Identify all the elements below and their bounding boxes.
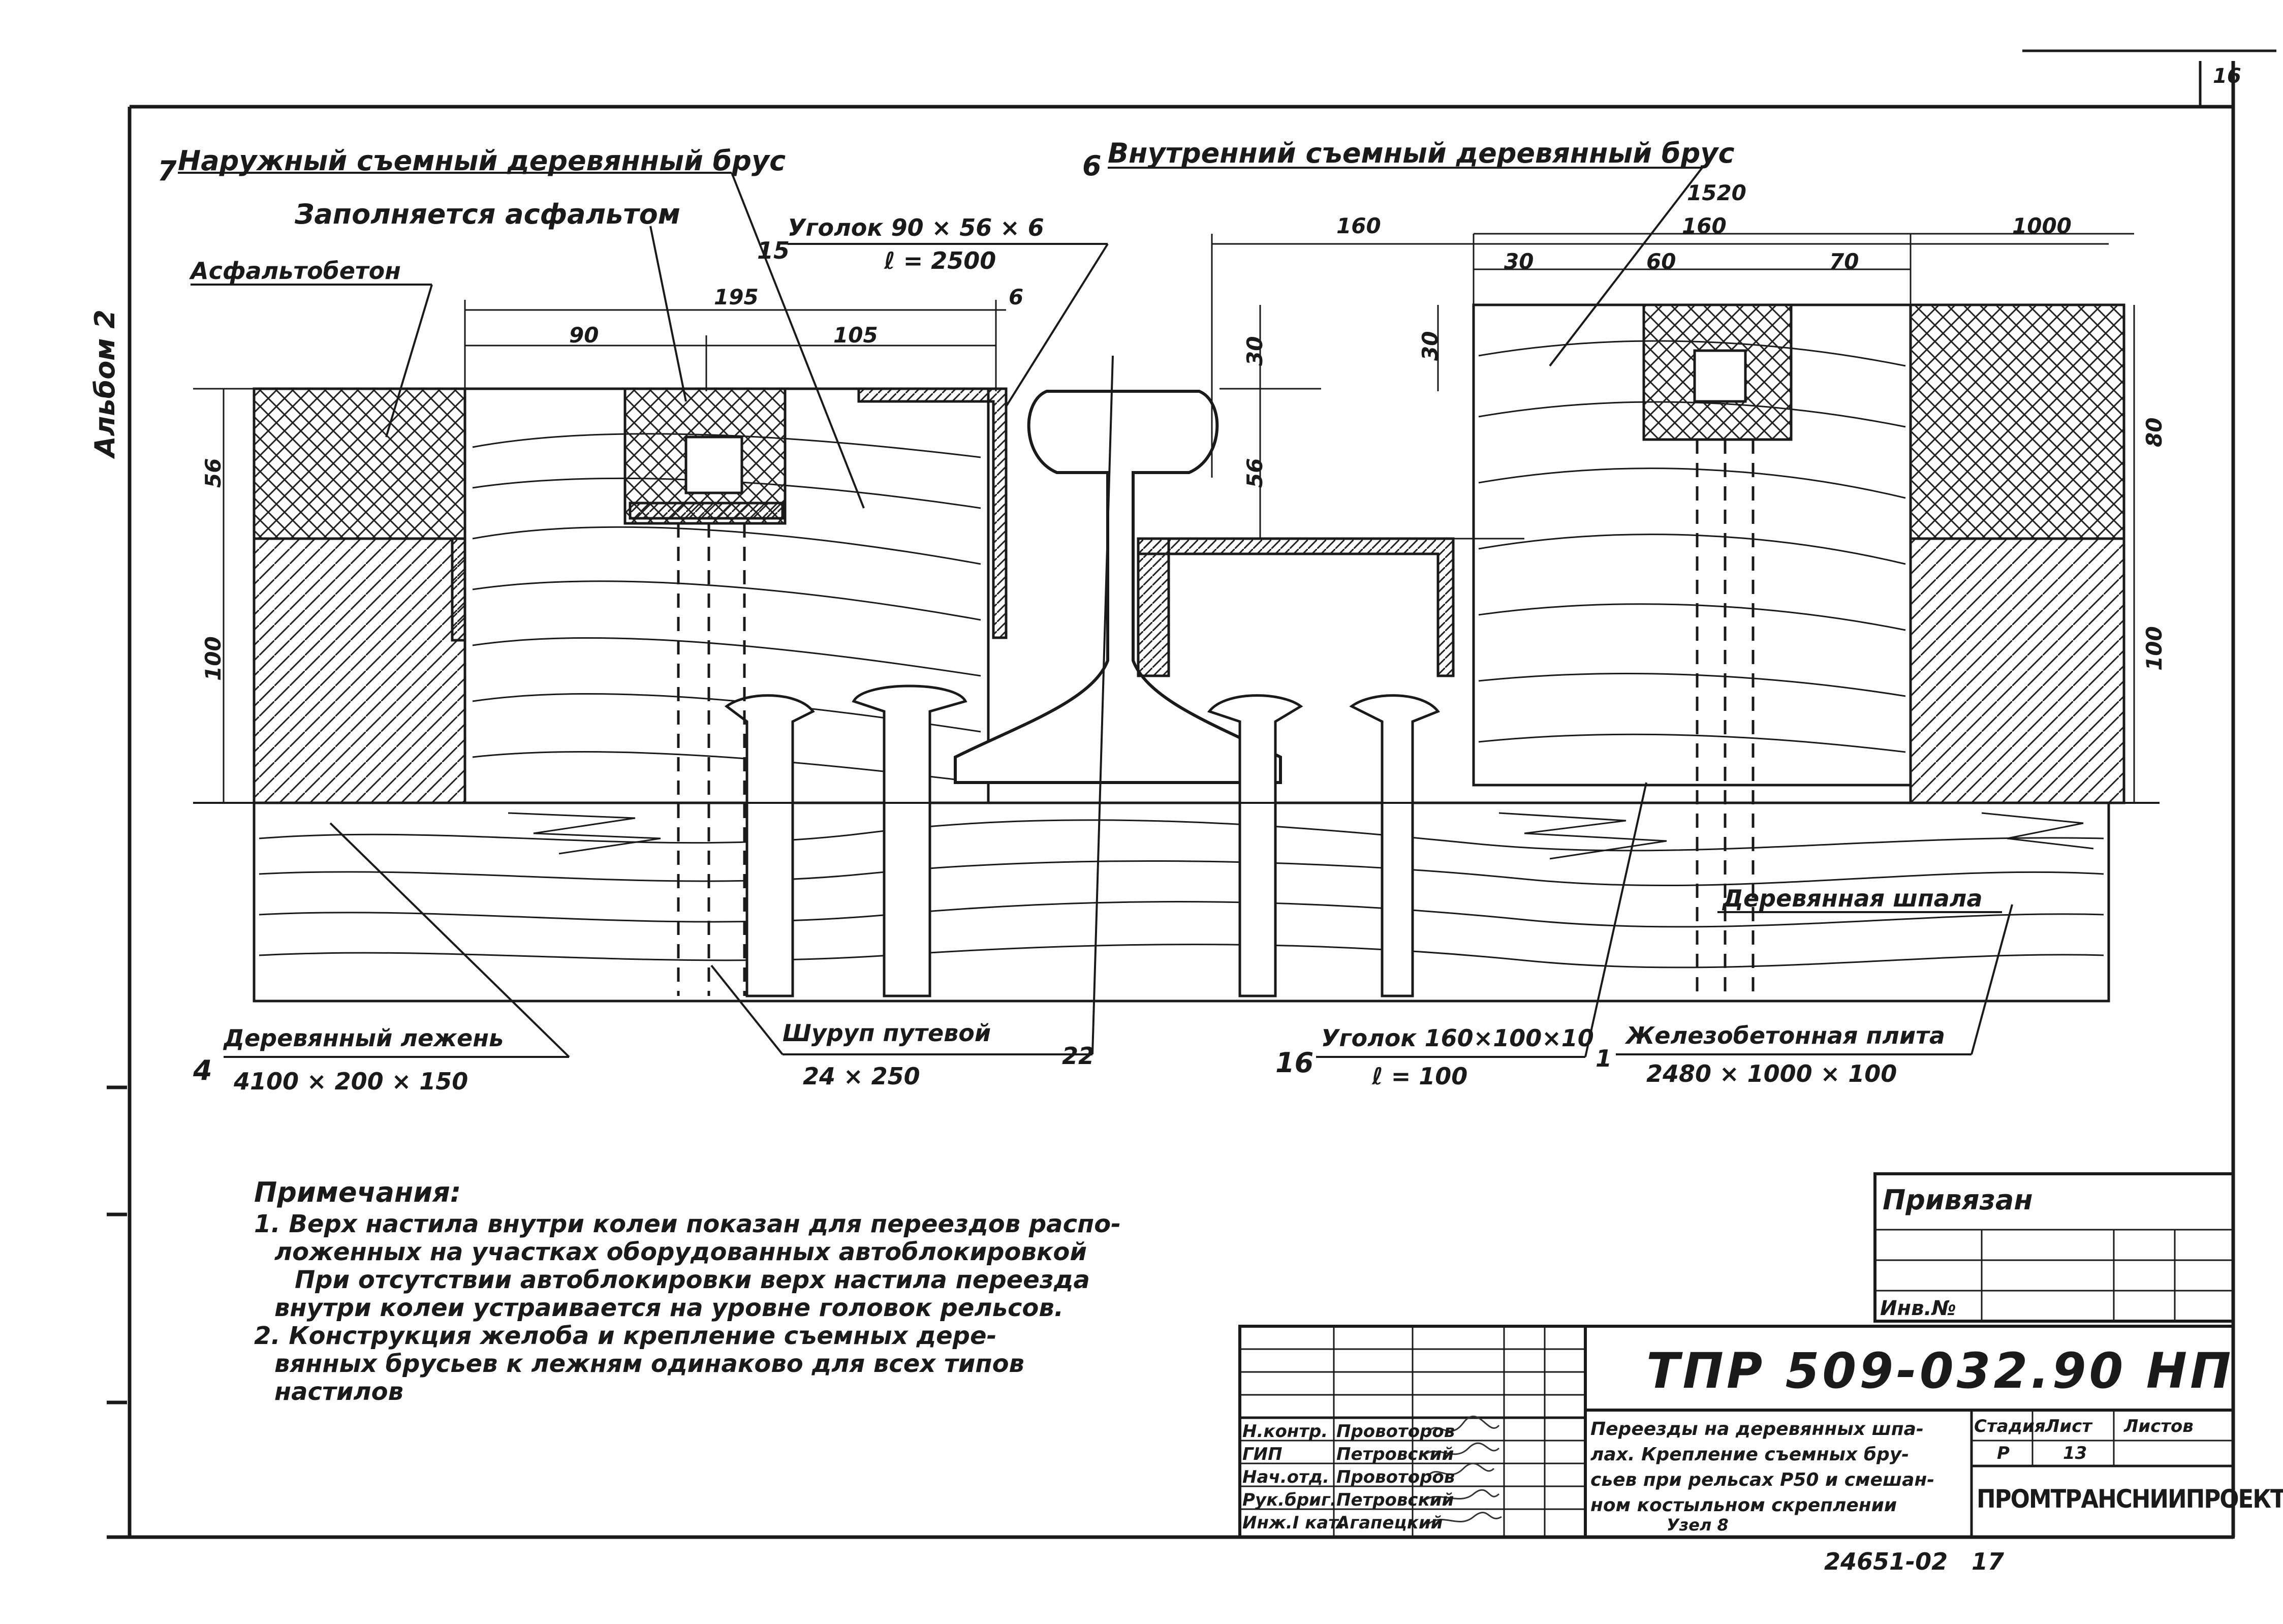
dim-30: 30 bbox=[1504, 249, 1534, 274]
sleeper-label: Деревянная шпала bbox=[1723, 885, 1983, 912]
description-line-3: сьев при рельсах Р50 и смешан- bbox=[1590, 1470, 1935, 1490]
name-5: Агапецкий bbox=[1336, 1513, 1443, 1533]
dim-1000: 1000 bbox=[2012, 213, 2072, 238]
callout-15-line2: ℓ = 2500 bbox=[884, 247, 996, 274]
list-value: 13 bbox=[2063, 1443, 2087, 1463]
list-label: Лист bbox=[2045, 1416, 2092, 1436]
callout-6-text: Внутренний съемный деревянный брус bbox=[1108, 137, 1735, 169]
note-line-4: внутри колеи устраивается на уровне голо… bbox=[274, 1294, 1064, 1322]
role-3: Нач.отд. bbox=[1242, 1467, 1330, 1487]
role-2: ГИП bbox=[1242, 1444, 1283, 1464]
asphaltobeton-label: Асфальтобетон bbox=[191, 257, 401, 285]
role-4: Рук.бриг. bbox=[1242, 1490, 1337, 1510]
stadia-value: Р bbox=[1997, 1443, 2010, 1463]
right-concrete-hatch bbox=[1909, 537, 2125, 804]
callout-7-number: 7 bbox=[158, 155, 177, 187]
callout-16-line1: Уголок 160×100×10 bbox=[1321, 1024, 1594, 1052]
note-line-2: ложенных на участках оборудованных автоб… bbox=[274, 1238, 1087, 1266]
description-line-1: Переезды на деревянных шпа- bbox=[1590, 1419, 1924, 1440]
description-line-5: Узел 8 bbox=[1667, 1515, 1729, 1535]
right-asphaltobeton bbox=[1909, 303, 2125, 540]
signatures bbox=[1422, 1415, 1502, 1525]
name-2: Петровский bbox=[1336, 1444, 1454, 1464]
stadia-label: Стадия bbox=[1974, 1416, 2046, 1436]
bottom-code: 24651-02 bbox=[1824, 1548, 1948, 1575]
callout-1-line1: Железобетонная плита bbox=[1626, 1022, 1945, 1049]
description-line-4: ном костыльном скреплении bbox=[1590, 1495, 1897, 1516]
sheet-corner-number: 16 bbox=[2213, 65, 2241, 88]
note-line-3: При отсутствии автоблокировки верх насти… bbox=[295, 1266, 1090, 1294]
note-line-7: настилов bbox=[274, 1378, 403, 1406]
callout-22-line2: 24 × 250 bbox=[803, 1063, 920, 1090]
asphalt-fill-label: Заполняется асфальтом bbox=[295, 198, 680, 230]
callout-16-number: 16 bbox=[1275, 1047, 1314, 1079]
document-code: ТПР 509-032.90 НП bbox=[1646, 1342, 2234, 1399]
note-line-6: вянных брусьев к лежням одинаково для вс… bbox=[274, 1350, 1024, 1378]
inventory-number-label: Инв.№ bbox=[1880, 1297, 1956, 1320]
callout-7-text: Наружный съемный деревянный брус bbox=[178, 145, 786, 177]
track-fasteners bbox=[724, 684, 1440, 997]
callout-22-number: 22 bbox=[1062, 1042, 1095, 1070]
dim-70: 70 bbox=[1829, 249, 1859, 274]
callout-16-line2: ℓ = 100 bbox=[1372, 1063, 1468, 1090]
role-5: Инж.I кат. bbox=[1242, 1513, 1345, 1533]
description-line-2: лах. Крепление съемных бру- bbox=[1590, 1444, 1910, 1465]
callout-4-number: 4 bbox=[193, 1054, 212, 1086]
callout-22-line1: Шуруп путевой bbox=[783, 1019, 991, 1047]
dim-160-left: 160 bbox=[1336, 213, 1381, 238]
name-3: Провоторов bbox=[1336, 1467, 1455, 1487]
name-4: Петровский bbox=[1336, 1490, 1454, 1510]
callout-6-number: 6 bbox=[1082, 150, 1102, 182]
callout-4-line2: 4100 × 200 × 150 bbox=[234, 1068, 468, 1095]
rail-P50 bbox=[954, 390, 1282, 784]
role-1: Н.контр. bbox=[1242, 1421, 1328, 1442]
bottom-number: 17 bbox=[1972, 1548, 2005, 1575]
note-line-5: 2. Конструкция желоба и крепление съемны… bbox=[254, 1322, 997, 1350]
notes-title: Примечания: bbox=[254, 1176, 461, 1208]
dim-90: 90 bbox=[569, 323, 599, 348]
name-1: Провоторов bbox=[1336, 1421, 1455, 1442]
callout-1-line2: 2480 × 1000 × 100 bbox=[1646, 1060, 1897, 1087]
listov-label: Листов bbox=[2124, 1416, 2194, 1436]
organization-name: ПРОМТРАНСНИИПРОЕКТ bbox=[1977, 1484, 2283, 1514]
privyazan-label: Привязан bbox=[1883, 1184, 2033, 1216]
note-line-1: 1. Верх настила внутри колеи показан для… bbox=[254, 1210, 1121, 1238]
